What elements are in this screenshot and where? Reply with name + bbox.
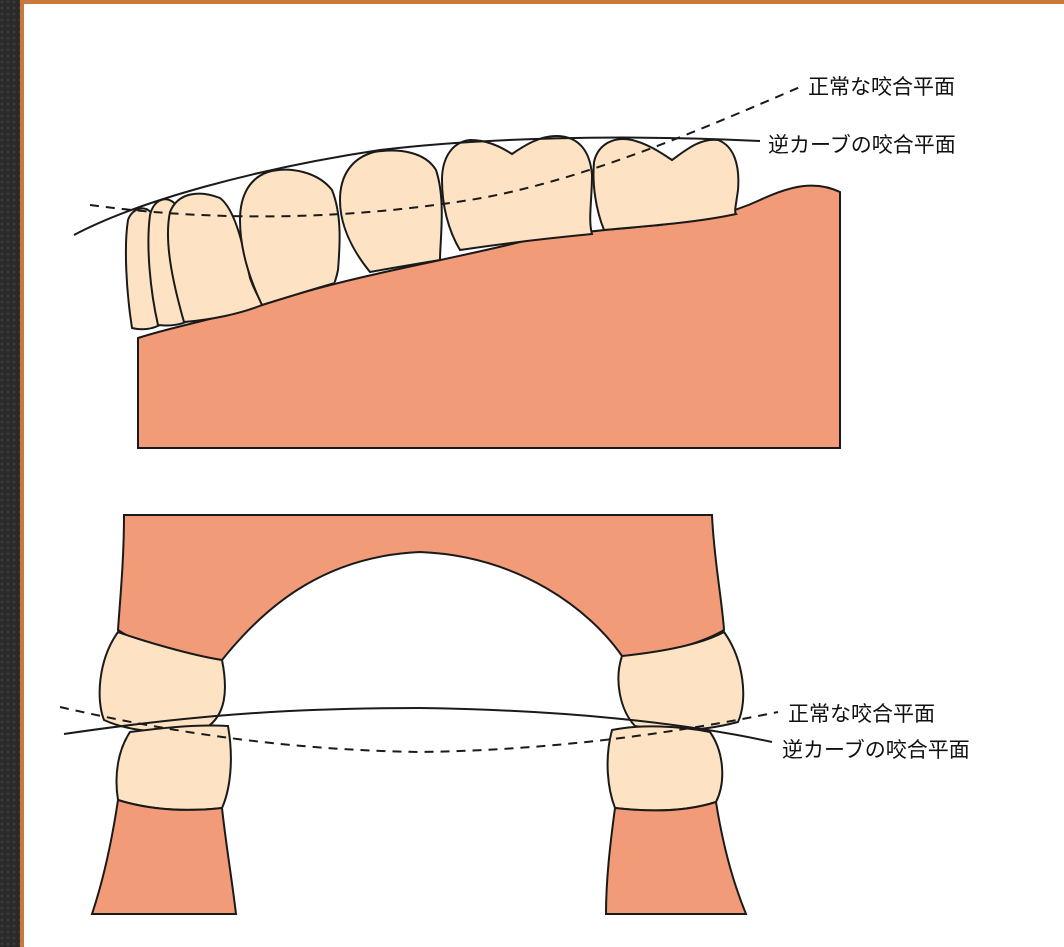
lower-left-gum	[92, 800, 236, 914]
top-normal-plane-label: 正常な咬合平面	[808, 75, 955, 99]
bottom-normal-plane-label: 正常な咬合平面	[788, 702, 935, 726]
frontal-view: 正常な咬合平面 逆カーブの咬合平面	[60, 515, 970, 914]
upper-gum-arch	[118, 515, 724, 660]
top-reverse-curve-label: 逆カーブの咬合平面	[768, 133, 956, 157]
lower-right-gum	[606, 802, 746, 914]
lower-right-tooth	[608, 726, 723, 810]
lower-left-tooth	[117, 725, 231, 809]
premolar-tooth-1	[240, 170, 340, 305]
lateral-view: 正常な咬合平面 逆カーブの咬合平面	[74, 75, 956, 448]
molar-tooth-2	[593, 139, 738, 230]
premolar-tooth-2	[340, 151, 442, 272]
molar-tooth-1	[442, 136, 592, 250]
bottom-reverse-curve-label: 逆カーブの咬合平面	[782, 738, 970, 762]
